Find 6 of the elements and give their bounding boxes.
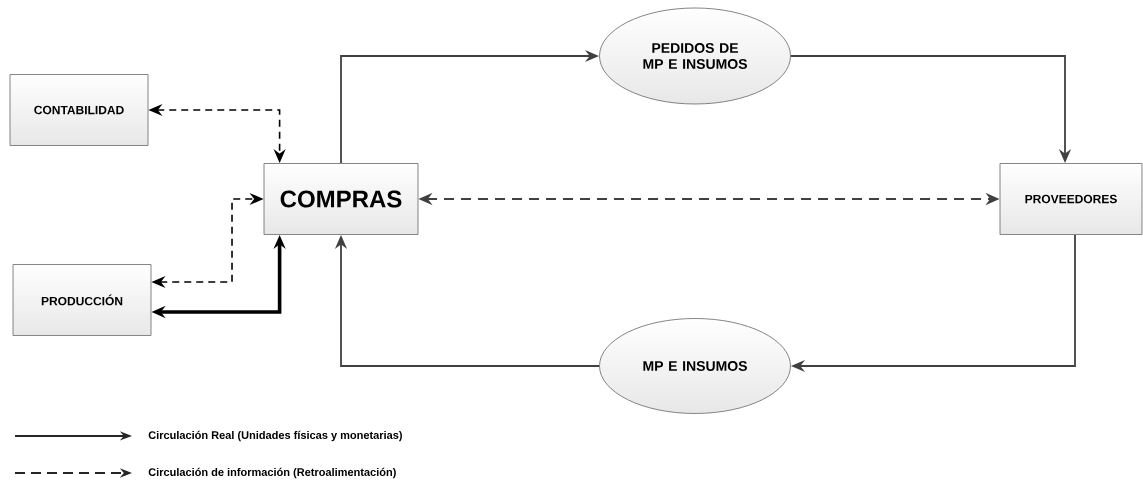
process-box: COMPRAS (263, 163, 419, 235)
legend-text: Circulación de información (Retroalimentación) (148, 467, 396, 479)
supplier-box: PROVEEDORES (999, 163, 1143, 235)
department-box: CONTABILIDAD (9, 74, 149, 146)
department-box: PRODUCCIÓN (12, 264, 152, 336)
legend-text: Circulación Real (Unidades físicas y monetarias) (148, 430, 402, 442)
